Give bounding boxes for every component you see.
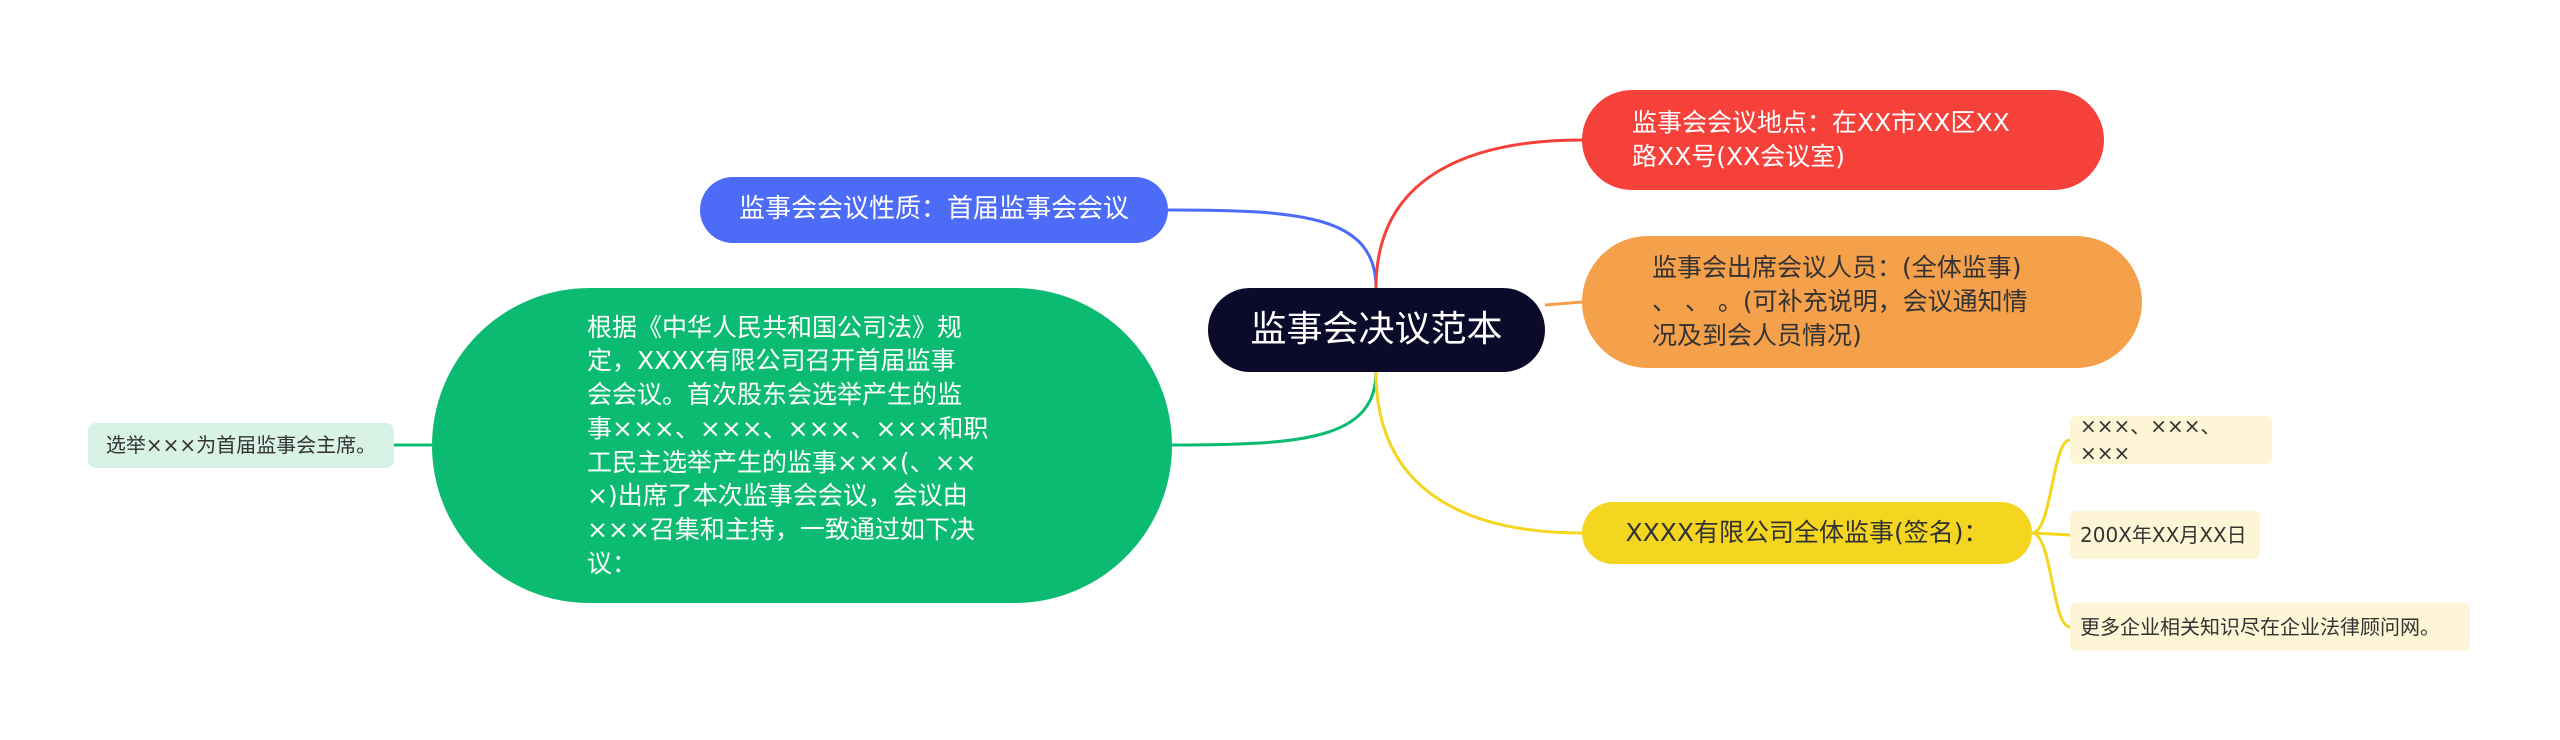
connector-central-location [1374, 138, 1583, 289]
connector-signature-leaf-2 [2031, 531, 2071, 537]
meeting-nature-node[interactable]: 监事会会议性质：首届监事会会议 [700, 177, 1168, 243]
central-topic[interactable]: 监事会决议范本 [1208, 288, 1545, 372]
resolution-basis-node[interactable]: 根据《中华人民共和国公司法》规 定，XXXX有限公司召开首届监事 会会议。首次股… [432, 288, 1172, 603]
signature-names-leaf[interactable]: ×××、×××、××× [2070, 414, 2272, 465]
connector-signature-leaf-3 [2031, 531, 2071, 629]
chairman-election-leaf[interactable]: 选举×××为首届监事会主席。 [88, 423, 394, 468]
connector-central-nature [1167, 208, 1378, 289]
more-info-leaf[interactable]: 更多企业相关知识尽在企业法律顾问网。 [2070, 603, 2470, 651]
signature-node[interactable]: XXXX有限公司全体监事(签名)： [1582, 502, 2032, 564]
attendees-node[interactable]: 监事会出席会议人员：(全体监事) 、 、 。(可补充说明，会议通知情 况及到会人… [1582, 236, 2142, 368]
connector-central-basis [1171, 371, 1378, 447]
signature-date-leaf[interactable]: 200X年XX月XX日 [2070, 511, 2260, 559]
connector-central-attendees [1544, 300, 1583, 307]
connector-central-signature [1374, 371, 1583, 535]
meeting-location-node[interactable]: 监事会会议地点：在XX市XX区XX 路XX号(XX会议室) [1582, 90, 2104, 190]
connector-signature-leaf-1 [2031, 438, 2071, 535]
